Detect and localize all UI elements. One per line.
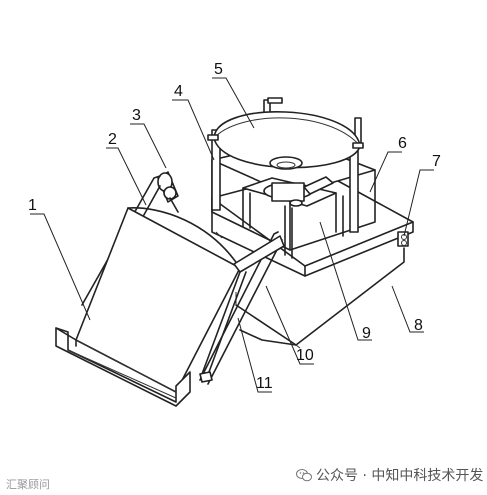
connector-clamp <box>397 231 409 247</box>
pulley-handle <box>157 171 179 213</box>
watermark-left: 汇聚顾问 <box>6 478 50 491</box>
label-6: 6 <box>398 135 407 152</box>
label-5: 5 <box>214 61 223 78</box>
label-9: 9 <box>362 325 371 342</box>
wechat-icon <box>296 469 312 482</box>
funnel-hopper <box>207 97 364 170</box>
inner-frame <box>242 176 344 259</box>
label-4: 4 <box>174 83 183 100</box>
label-8: 8 <box>414 317 423 334</box>
leader-lines <box>30 77 434 393</box>
label-10: 10 <box>296 347 314 364</box>
watermark-right: 公众号 · 中知中科技术开发 <box>296 465 483 485</box>
chute-ramp <box>55 207 285 407</box>
label-3: 3 <box>132 107 141 124</box>
label-7: 7 <box>432 153 441 170</box>
label-11: 11 <box>256 375 273 392</box>
label-2: 2 <box>108 131 117 148</box>
part-labels: 1 2 3 4 5 6 7 8 9 10 11 <box>28 61 441 392</box>
label-1: 1 <box>28 197 37 214</box>
